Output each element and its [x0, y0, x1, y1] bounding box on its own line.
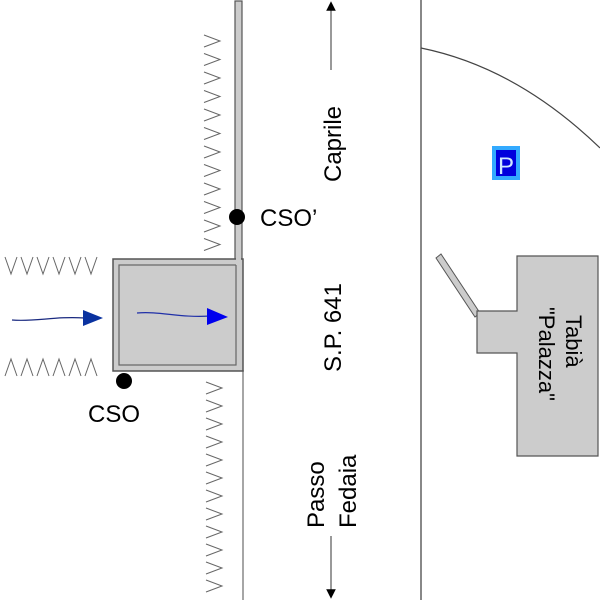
flow-arrow-inlet — [11, 310, 103, 326]
direction-north-label: Caprile — [320, 106, 347, 182]
cso-upper-label: CSO’ — [260, 205, 317, 232]
parking-sign[interactable]: P — [492, 146, 520, 180]
vegetation-mark — [205, 579, 224, 593]
vegetation-mark — [203, 164, 222, 177]
cso-lower-label: CSO — [88, 401, 140, 428]
vegetation-mark — [36, 357, 50, 377]
vegetation-mark — [205, 543, 224, 557]
parking-area-boundary — [420, 47, 600, 149]
building-label-2: "Palazza" — [534, 307, 559, 401]
vegetation-mark — [68, 256, 82, 276]
vegetation-mark — [203, 201, 222, 214]
vegetation-mark — [84, 357, 98, 377]
culvert-structure — [112, 255, 244, 372]
vegetation-mark — [203, 34, 222, 48]
vegetation-mark — [205, 525, 224, 539]
vegetation-mark — [205, 561, 224, 575]
vegetation-mark — [203, 71, 222, 85]
vegetation-mark — [4, 256, 18, 276]
vegetation-mark — [68, 357, 82, 377]
road-name-label: S.P. 641 — [320, 283, 347, 372]
vegetation-mark — [20, 357, 34, 377]
parking-icon: P — [498, 153, 514, 180]
vegetation-mark — [205, 507, 224, 521]
vegetation-mark — [203, 90, 222, 103]
vegetation-mark — [205, 381, 224, 395]
vegetation-mark — [36, 256, 50, 276]
building-tabia-palazza[interactable]: Tabià "Palazza" — [435, 253, 599, 457]
vegetation-mark — [4, 357, 18, 377]
direction-south-label-1: Passo — [303, 461, 330, 528]
vegetation-mark — [52, 357, 66, 377]
direction-south-label-2: Fedaia — [335, 454, 362, 528]
vegetation-mark — [203, 53, 222, 66]
vegetation-mark — [84, 256, 98, 276]
vegetation-marks — [4, 34, 224, 593]
vegetation-mark — [205, 453, 224, 467]
vegetation-mark — [203, 127, 222, 140]
vegetation-mark — [205, 435, 224, 449]
vegetation-mark — [203, 238, 222, 251]
vegetation-mark — [205, 489, 224, 503]
vegetation-mark — [52, 256, 66, 276]
building-label-1: Tabià — [561, 315, 586, 368]
vegetation-mark — [203, 219, 222, 233]
vegetation-mark — [203, 108, 222, 122]
cso-upper-point[interactable] — [229, 209, 245, 225]
vegetation-mark — [205, 417, 224, 431]
vegetation-mark — [205, 399, 224, 413]
cso-lower-point[interactable] — [116, 373, 132, 389]
flow-arrow-culvert — [136, 308, 228, 325]
vegetation-mark — [203, 182, 222, 196]
vegetation-mark — [203, 145, 222, 159]
vegetation-mark — [20, 256, 34, 276]
vegetation-mark — [205, 471, 224, 485]
